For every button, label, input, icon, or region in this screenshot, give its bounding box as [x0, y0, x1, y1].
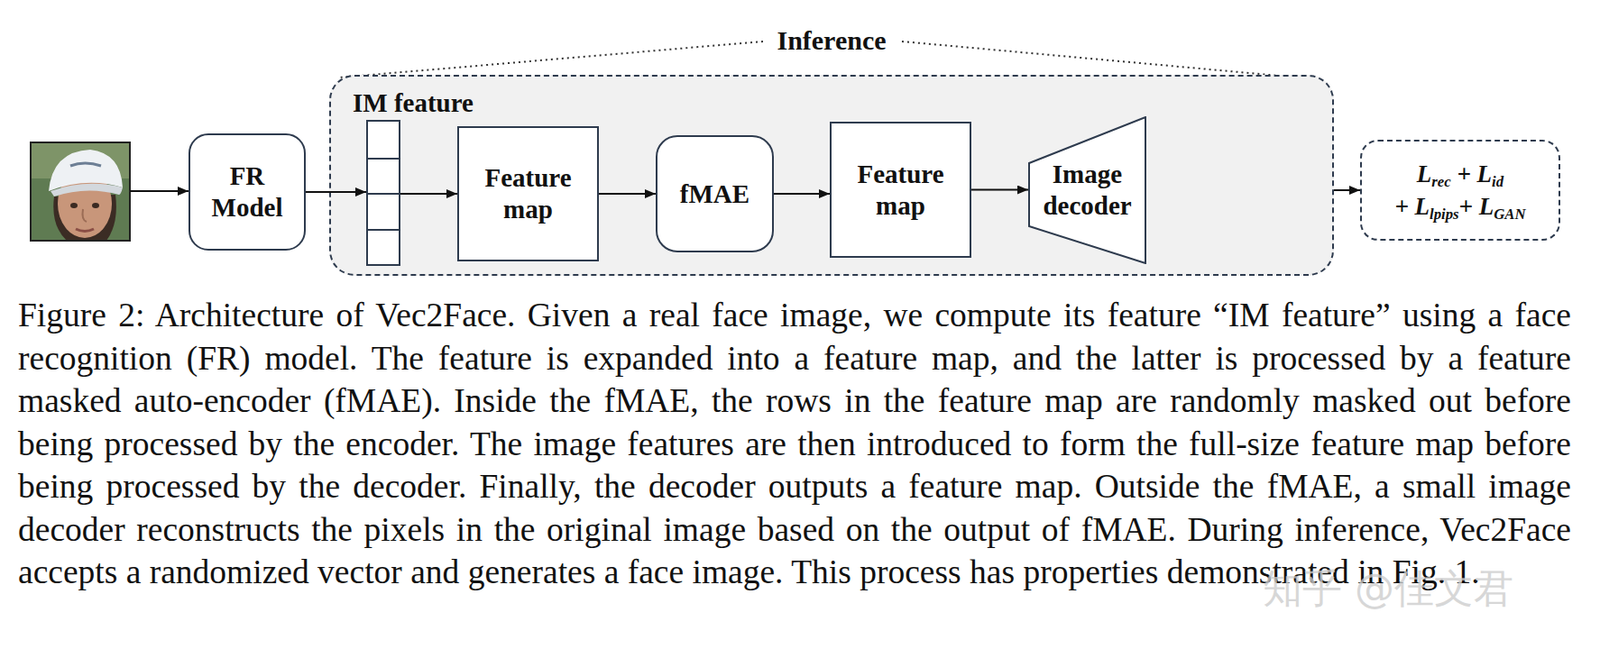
vector-cell	[367, 193, 399, 230]
loss-box: Lrec + Lid + Llpips+ LGAN	[1360, 139, 1561, 241]
inference-region: InferenceIM featureFeature mapfMAEFeatur…	[329, 74, 1334, 276]
feature-vector: IM feature	[366, 119, 401, 267]
vector-cell	[367, 229, 399, 266]
loss-subscript: rec	[1431, 173, 1451, 191]
process-box: FR Model	[188, 133, 306, 251]
trapezoid-outline	[1028, 116, 1147, 265]
node-label: fMAE	[680, 178, 750, 211]
node-content: fMAE	[657, 137, 773, 251]
loss-subscript: GAN	[1493, 205, 1526, 223]
node-label: Feature map	[478, 162, 578, 226]
node-label: Image decoder	[1037, 158, 1138, 222]
node-content: Lrec + Lid + Llpips+ LGAN	[1361, 141, 1559, 240]
loss-term: + Llpips	[1394, 193, 1459, 221]
flow-arrow	[129, 190, 189, 193]
node-content: Feature map	[459, 128, 598, 260]
trapezoid-shape	[1029, 117, 1146, 264]
process-box: fMAE	[655, 135, 774, 253]
feature-map-box: Feature map	[457, 126, 599, 262]
vector-cell	[367, 157, 399, 194]
figure-caption: Figure 2: Architecture of Vec2Face. Give…	[18, 294, 1572, 595]
vector-cell	[367, 121, 399, 158]
node-label: FR Model	[201, 160, 294, 224]
node-content: FR Model	[190, 135, 304, 249]
node-label: Inference	[331, 24, 1333, 57]
loss-term: + Lid	[1456, 160, 1504, 188]
loss-term: Lrec	[1416, 160, 1452, 188]
node-content: Feature map	[831, 123, 970, 257]
node-label: Feature map	[851, 158, 950, 222]
loss-subscript: id	[1491, 173, 1504, 191]
watermark: 知乎 @佳文君	[1262, 562, 1514, 617]
node-label: IM feature	[352, 87, 474, 120]
loss-formula: Lrec + Lid + Llpips+ LGAN	[1365, 157, 1555, 224]
node-content: Image decoder	[1028, 116, 1147, 265]
dotted-bracket-line	[901, 41, 1299, 78]
dotted-bracket-line	[339, 41, 764, 78]
input-face-image	[30, 142, 130, 241]
loss-subscript: lpips	[1429, 205, 1460, 223]
loss-term: + LGAN	[1459, 193, 1527, 221]
decoder-trapezoid: Image decoder	[1028, 116, 1147, 265]
feature-map-box: Feature map	[829, 121, 972, 258]
